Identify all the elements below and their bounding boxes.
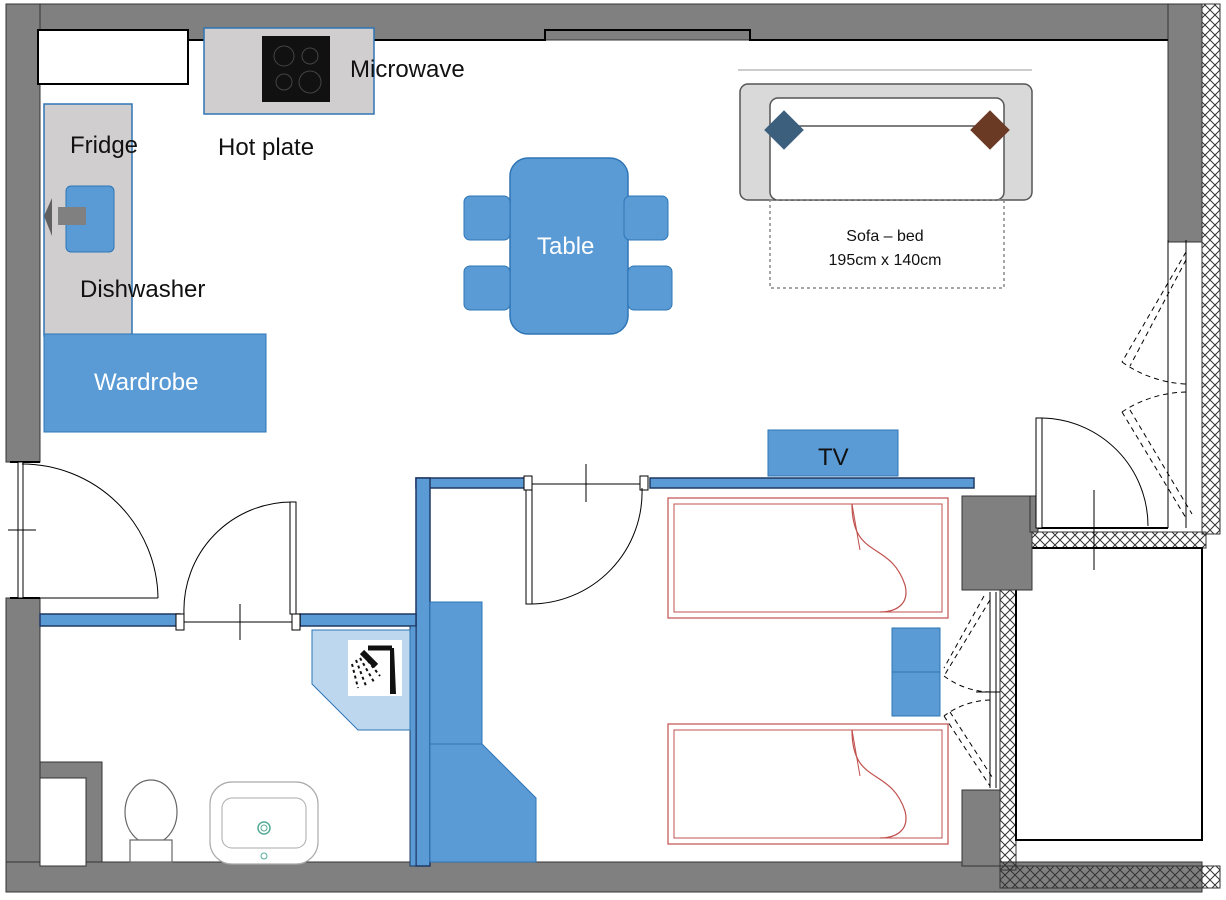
bed-top <box>667 497 949 619</box>
bedroom-closet <box>429 601 537 863</box>
shower-icon <box>348 640 402 696</box>
sofa-bed <box>738 69 1033 289</box>
table-label: Table <box>537 233 595 260</box>
hot-plate-label: Hot plate <box>218 134 315 161</box>
balcony-rail-top <box>1015 531 1207 549</box>
sofa-size-label: 195cm x 140cm <box>828 252 942 269</box>
balcony <box>1015 547 1203 841</box>
washbasin <box>209 781 319 865</box>
interior-walls <box>961 240 1187 867</box>
window-facade <box>1201 3 1221 535</box>
bed-bottom <box>667 723 949 845</box>
toilet <box>124 779 178 863</box>
microwave-label: Microwave <box>350 56 465 83</box>
balcony-rail <box>999 865 1221 889</box>
doors <box>8 251 1193 788</box>
tap-icon <box>44 198 52 236</box>
fridge-label: Fridge <box>70 132 139 159</box>
wardrobe <box>43 333 267 433</box>
tv-label: TV <box>818 444 849 471</box>
pillow-right <box>970 110 1010 150</box>
outer-walls <box>5 3 1203 893</box>
kitchen-cabinet <box>37 29 189 85</box>
dining-table <box>463 157 673 335</box>
pillow-left <box>764 110 804 150</box>
hot-plate-icon <box>262 36 330 102</box>
tv <box>767 429 899 477</box>
dishwasher-label: Dishwasher <box>80 276 206 303</box>
partition-walls <box>39 477 975 867</box>
sofa-title-label: Sofa – bed <box>846 228 924 245</box>
wardrobe-label: Wardrobe <box>94 369 199 396</box>
